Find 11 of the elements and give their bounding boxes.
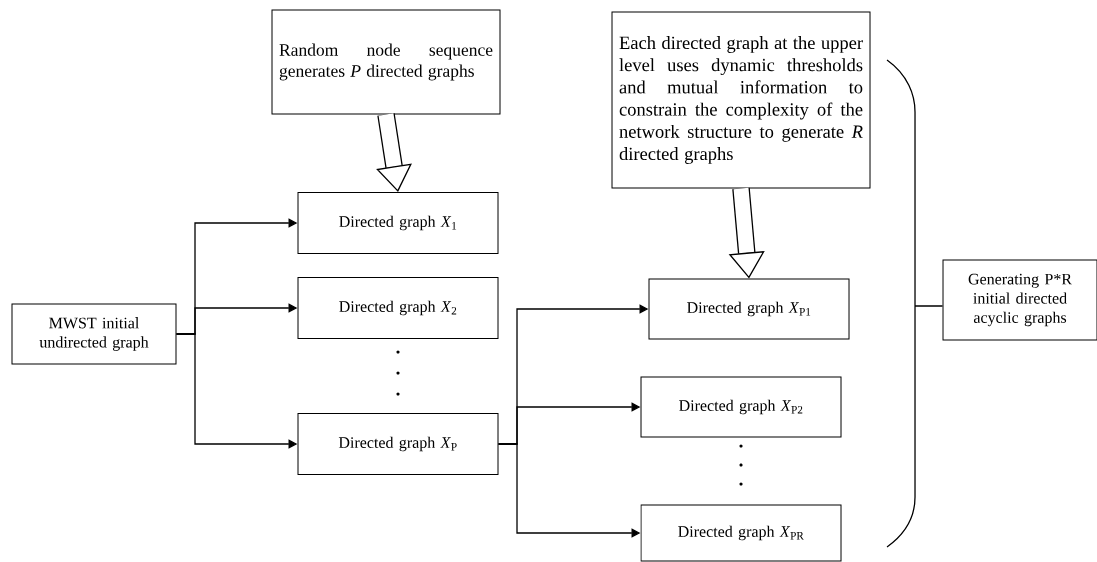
process-box: Directed graph X$_{1}$ <box>297 192 499 254</box>
process-box: MWST initial undirected graph <box>11 303 177 365</box>
block-arrow <box>376 113 412 192</box>
process-box: Generating P*R initial directed acyclic graphs <box>942 259 1097 341</box>
process-box: Directed graph X$_{P}$ <box>297 413 499 475</box>
process-box: Directed graph X$_{P2}$ <box>640 376 842 438</box>
text-box: Random node sequence generates P directed graphs <box>271 9 501 115</box>
process-box: Directed graph X$_{P1}$ <box>648 278 850 340</box>
text-box: Each directed graph at the upper level uses dynamic thresholds and mutual information to constrain the complexity of the network structure to generate R directed graphs <box>611 11 871 189</box>
process-box: Directed graph X$_{2}$ <box>297 277 499 339</box>
process-box: Directed graph X$_{PR}$ <box>640 504 842 562</box>
